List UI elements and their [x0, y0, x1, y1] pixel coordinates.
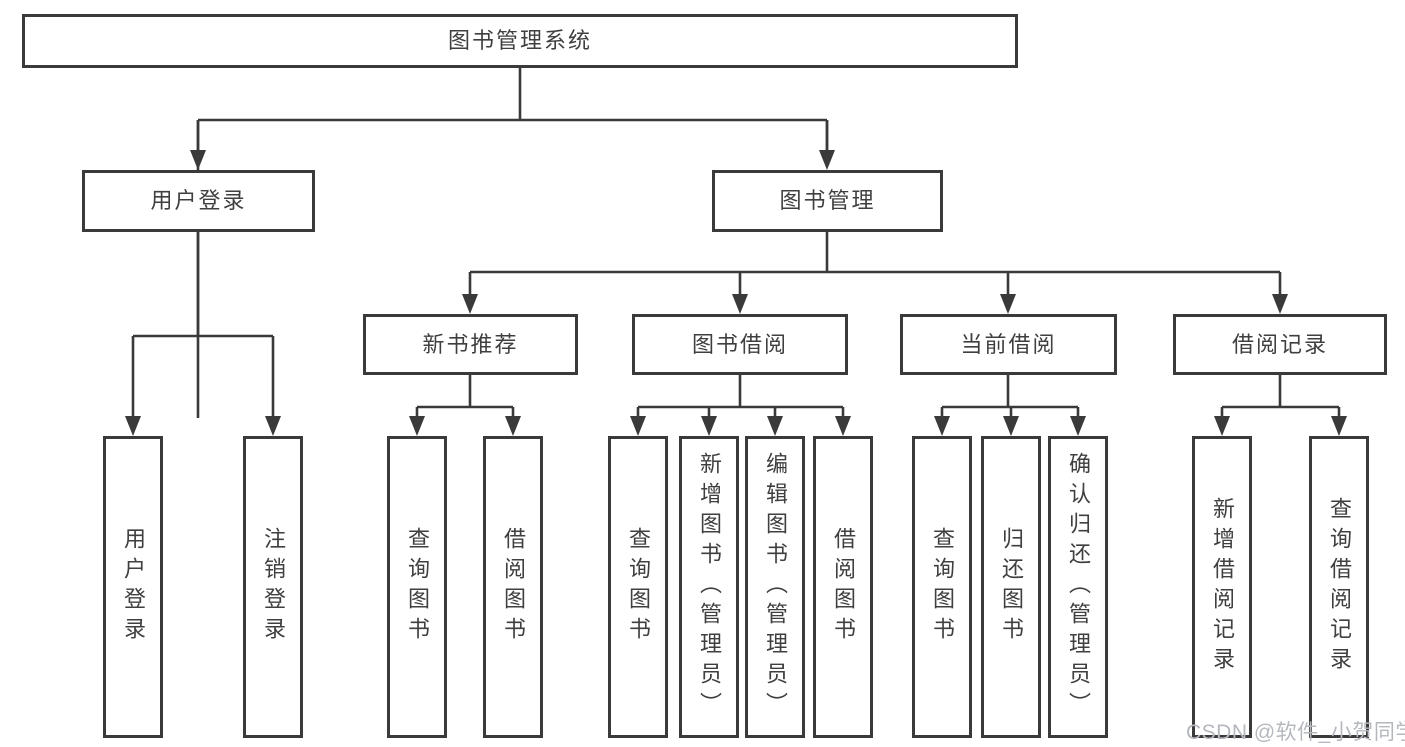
- arrowhead: [1272, 294, 1288, 314]
- node-book-borrow-label: 图书借阅: [691, 331, 788, 357]
- arrowhead: [265, 416, 281, 436]
- leaf-bb-borrow-books-label: 借阅图书: [831, 527, 856, 647]
- arrowhead: [1331, 416, 1347, 436]
- leaf-nb-borrow-books: 借阅图书: [483, 436, 543, 738]
- arrowhead: [630, 416, 646, 436]
- node-book-management-label: 图书管理: [779, 188, 876, 213]
- connector-borrow-records: [1220, 375, 1341, 418]
- leaf-bb-query-books-label: 查询图书: [626, 527, 651, 647]
- arrowhead: [934, 416, 950, 436]
- arrowhead: [190, 150, 206, 170]
- connector-book-borrow: [636, 375, 845, 418]
- leaf-bb-add-books-admin: 新增图书（管理员）: [679, 436, 739, 738]
- connector-book-mgmt: [468, 232, 1282, 296]
- connector-new-book: [415, 375, 515, 418]
- node-new-book-recommend-label: 新书推荐: [422, 331, 519, 357]
- leaf-logout-login: 注销登录: [243, 436, 303, 738]
- connector-current-borrow: [940, 375, 1080, 418]
- leaf-cb-query-books-label: 查询图书: [930, 527, 955, 647]
- leaf-br-add-record-label: 新增借阅记录: [1210, 497, 1235, 677]
- leaf-cb-return-books-label: 归还图书: [999, 527, 1024, 647]
- leaf-bb-borrow-books: 借阅图书: [813, 436, 873, 738]
- leaf-nb-query-books: 查询图书: [387, 436, 447, 738]
- leaf-cb-return-books: 归还图书: [981, 436, 1041, 738]
- node-root-label: 图书管理系统: [447, 28, 592, 53]
- node-borrow-records-label: 借阅记录: [1231, 331, 1328, 357]
- node-current-borrow: 当前借阅: [900, 314, 1117, 375]
- leaf-bb-add-books-admin-label: 新增图书（管理员）: [697, 452, 722, 722]
- node-book-borrow: 图书借阅: [632, 314, 848, 375]
- leaf-nb-query-books-label: 查询图书: [405, 527, 430, 647]
- arrowhead: [732, 294, 748, 314]
- arrowhead: [125, 416, 141, 436]
- node-root: 图书管理系统: [22, 14, 1018, 68]
- leaf-nb-borrow-books-label: 借阅图书: [501, 527, 526, 647]
- leaf-user-login: 用户登录: [103, 436, 163, 738]
- arrowhead: [1000, 294, 1016, 314]
- leaf-user-login-label: 用户登录: [121, 527, 146, 647]
- node-user-login-label: 用户登录: [150, 188, 247, 213]
- node-current-borrow-label: 当前借阅: [960, 331, 1057, 357]
- arrowhead: [1214, 416, 1230, 436]
- node-borrow-records: 借阅记录: [1173, 314, 1387, 375]
- leaf-br-query-record-label: 查询借阅记录: [1327, 497, 1352, 677]
- connector-root: [196, 68, 829, 418]
- arrowhead: [701, 416, 717, 436]
- arrowhead: [1003, 416, 1019, 436]
- node-book-management: 图书管理: [712, 170, 943, 232]
- arrowhead: [505, 416, 521, 436]
- leaf-cb-confirm-return-admin-label: 确认归还（管理员）: [1066, 452, 1091, 722]
- arrowhead: [409, 416, 425, 436]
- leaf-bb-query-books: 查询图书: [608, 436, 668, 738]
- leaf-bb-edit-books-admin-label: 编辑图书（管理员）: [763, 452, 788, 722]
- leaf-br-query-record: 查询借阅记录: [1309, 436, 1369, 738]
- connector-root-stubs: [196, 120, 829, 152]
- node-user-login: 用户登录: [82, 170, 315, 232]
- arrowhead: [1070, 416, 1086, 436]
- leaf-bb-edit-books-admin: 编辑图书（管理员）: [745, 436, 805, 738]
- leaf-logout-login-label: 注销登录: [261, 527, 286, 647]
- csdn-watermark: CSDN @软件_小贺同学: [1186, 721, 1405, 744]
- arrowhead: [767, 416, 783, 436]
- leaf-cb-confirm-return-admin: 确认归还（管理员）: [1048, 436, 1108, 738]
- arrowhead: [819, 150, 835, 170]
- node-new-book-recommend: 新书推荐: [363, 314, 578, 375]
- arrowhead: [835, 416, 851, 436]
- leaf-br-add-record: 新增借阅记录: [1192, 436, 1252, 738]
- leaf-cb-query-books: 查询图书: [912, 436, 972, 738]
- connector-user-login: [131, 232, 275, 418]
- arrowhead: [462, 294, 478, 314]
